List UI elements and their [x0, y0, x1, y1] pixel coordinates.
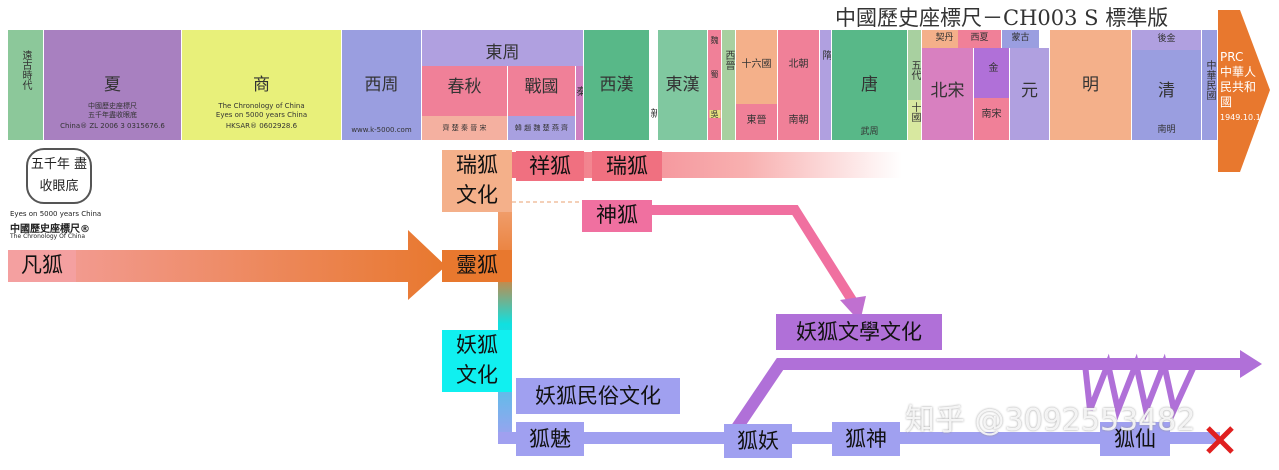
seg-southern-song: 南宋	[974, 98, 1010, 140]
seg-eastern-zhou: 東周	[422, 30, 584, 66]
logo-eyes: Eyes on 5000 years China	[10, 210, 102, 218]
node-huxian: 狐仙	[1100, 422, 1170, 456]
seg-warring-states: 戰國 韓 趙 魏 楚 燕 齊	[508, 66, 576, 140]
seg-western-zhou: 西周 www.k-5000.com	[342, 30, 422, 140]
seg-later-jin: 後金	[1132, 30, 1202, 50]
logo-name: 中國歷史座標尺®	[10, 224, 90, 235]
seg-eastern-jin: 東晉	[736, 104, 778, 140]
seg-xia: 夏 中國歷史座標尺 五千年盡收眼底 China® ZL 2006 3 03156…	[44, 30, 182, 140]
seg-northern-song: 北宋	[922, 48, 974, 140]
seg-tang: 唐 武周	[832, 30, 908, 140]
end-x-mark	[1206, 426, 1234, 454]
seg-sixteen-kingdoms: 十六國	[736, 30, 778, 104]
seg-ming: 明	[1050, 30, 1132, 140]
stem-line	[498, 180, 512, 442]
seg-spring-autumn: 春秋 齊 楚 秦 晉 宋	[422, 66, 508, 140]
literature-arrowhead	[1240, 350, 1262, 378]
node-yaohu-folk: 妖狐民俗文化	[516, 378, 680, 414]
logo-en: The Chronology Of China	[10, 233, 86, 240]
node-linghu: 靈狐	[442, 250, 512, 282]
node-ruihu: 瑞狐	[592, 151, 662, 181]
shenhu-path	[640, 205, 860, 308]
node-yaohu-culture: 妖狐文化	[442, 330, 512, 392]
seg-jin: 金	[974, 48, 1010, 98]
seg-southern-dynasties: 南朝	[778, 104, 820, 140]
node-hushen: 狐神	[832, 422, 900, 456]
seg-northern-dynasties: 北朝	[778, 30, 820, 104]
seg-eastern-han: 東漢	[658, 30, 708, 140]
node-huyao: 狐妖	[724, 424, 792, 458]
node-humei: 狐魅	[516, 422, 584, 456]
seal-stamp: 五千年 盡收眼底	[26, 148, 92, 204]
literature-path	[725, 358, 1245, 442]
seg-three-kingdoms: 魏 蜀 吳	[708, 30, 722, 140]
prc-arrow	[1218, 10, 1270, 172]
seg-roc: 中華民國	[1202, 30, 1218, 140]
node-yaohu-literature: 妖狐文學文化	[776, 314, 942, 350]
seg-mongol: 蒙古	[1002, 30, 1040, 48]
seg-xin: 新	[650, 30, 658, 140]
seg-western-jin: 西晉	[722, 30, 736, 140]
seg-prehistory: 遠古時代	[8, 30, 44, 140]
seg-yuan: 元	[1010, 48, 1050, 140]
fanhu-arrow	[8, 230, 446, 300]
seg-qing: 清 南明	[1132, 50, 1202, 140]
chronology-logo: 五千年 盡收眼底 Eyes on 5000 years China 中國歷史座標…	[10, 148, 110, 243]
seg-shang: 商 The Chronology of China Eyes on 5000 y…	[182, 30, 342, 140]
node-shenhu: 神狐	[582, 200, 652, 232]
seg-qin: 秦	[576, 66, 584, 140]
seg-western-xia: 西夏	[958, 30, 1002, 48]
dynasty-timeline: 遠古時代 夏 中國歷史座標尺 五千年盡收眼底 China® ZL 2006 3 …	[8, 0, 1279, 180]
seg-western-han: 西漢	[584, 30, 650, 140]
node-ruihu-culture: 瑞狐文化	[442, 150, 512, 212]
seg-ten-kingdoms: 十國	[908, 100, 922, 140]
node-xianghu: 祥狐	[516, 151, 584, 181]
zigzag	[1082, 353, 1198, 421]
prc-label: PRC 中華人民共和國 1949.10.1	[1220, 50, 1261, 122]
seg-sui: 隋	[820, 30, 832, 140]
chronology-title: 中國歷史座標尺－CH003 S 標準版	[835, 6, 1169, 30]
watermark: 知乎 @3092553482	[905, 403, 1196, 438]
node-fanhu: 凡狐	[8, 250, 76, 282]
